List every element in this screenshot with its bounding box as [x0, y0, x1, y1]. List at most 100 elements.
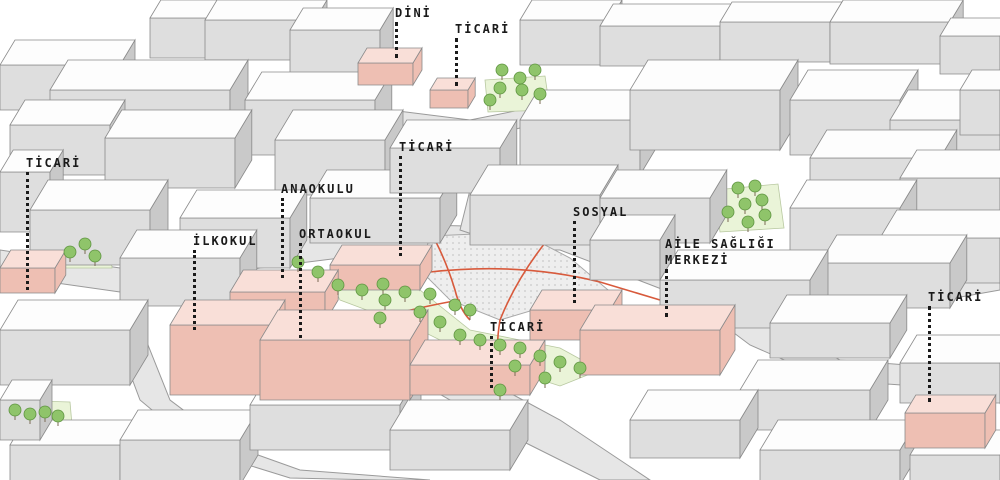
building-face [719, 21, 831, 63]
building-roof [759, 419, 919, 451]
label-asm-line1: AİLE SAĞLIĞI [665, 237, 776, 251]
building [104, 108, 253, 190]
tree [331, 278, 345, 295]
building [599, 2, 734, 68]
tree-crown [38, 405, 52, 419]
tree-crown [433, 315, 447, 329]
tree-crown [51, 409, 65, 423]
tree [8, 403, 22, 420]
building-roof [829, 0, 964, 23]
building-face [389, 429, 511, 471]
label-anaokulu: ANAOKULU [281, 182, 355, 196]
tree [38, 405, 52, 422]
building [0, 298, 149, 387]
tree-crown [413, 305, 427, 319]
tree [573, 361, 587, 378]
tree-crown [573, 361, 587, 375]
building-roof [719, 1, 843, 23]
building-roof [357, 47, 423, 64]
building-face [759, 449, 901, 480]
tree-group [8, 63, 772, 426]
public-building [409, 338, 546, 397]
building-roof [959, 69, 1000, 91]
building-face [0, 399, 41, 441]
tree-crown [355, 283, 369, 297]
building-roof [389, 399, 529, 431]
building-face [629, 419, 741, 459]
tree [533, 349, 547, 366]
building-face [119, 439, 241, 480]
label-ticari-right: TİCARİ [928, 290, 984, 304]
tree [88, 249, 102, 266]
building-roof [519, 0, 623, 21]
tree-crown [453, 328, 467, 342]
building-roof [629, 59, 799, 91]
building [769, 293, 908, 360]
building [739, 358, 889, 432]
tree-crown [721, 205, 735, 219]
label-ticari-top: TİCARİ [455, 22, 511, 36]
tree [493, 81, 507, 98]
tree-crown [373, 311, 387, 325]
tree [495, 63, 509, 80]
tree [538, 371, 552, 388]
tree [473, 333, 487, 350]
building [829, 0, 964, 66]
tree-crown [538, 371, 552, 385]
tree-crown [513, 71, 527, 85]
building-roof [469, 164, 619, 196]
public-building [0, 248, 67, 295]
building-roof [119, 409, 259, 441]
building-roof [599, 3, 734, 27]
building-roof [599, 169, 728, 199]
building [629, 388, 759, 460]
leader-ortaokul [299, 243, 302, 338]
building [289, 6, 394, 77]
building [0, 378, 53, 442]
tree [748, 179, 762, 196]
building-roof [939, 17, 1000, 37]
building [119, 408, 259, 480]
building-roof [789, 69, 919, 101]
tree [758, 208, 772, 225]
tree [355, 283, 369, 300]
building-face [429, 89, 469, 109]
public-building [259, 308, 429, 402]
tree-crown [378, 293, 392, 307]
building-roof [589, 214, 676, 241]
leader-dini [395, 22, 398, 58]
building-roof [274, 109, 404, 141]
tree-crown [311, 265, 325, 279]
tree-crown [78, 237, 92, 251]
tree-crown [731, 181, 745, 195]
tree [528, 63, 542, 80]
tree-crown [493, 81, 507, 95]
label-dini: DİNİ [395, 6, 432, 20]
building-roof [789, 179, 918, 209]
tree [508, 359, 522, 376]
building-roof [329, 244, 433, 266]
building-roof [229, 269, 339, 293]
tree [493, 383, 507, 400]
building-roof [259, 309, 429, 341]
building [629, 58, 799, 152]
tree-crown [88, 249, 102, 263]
building [759, 418, 919, 480]
building-roof [29, 179, 169, 211]
leader-ticari-left [26, 172, 29, 290]
building-roof [629, 389, 759, 421]
building-roof [899, 149, 1000, 179]
tree-crown [515, 83, 529, 97]
building-face [829, 21, 951, 65]
building-face [519, 19, 611, 66]
tree-crown [493, 338, 507, 352]
building-face [169, 324, 271, 396]
tree-crown [755, 193, 769, 207]
building [719, 0, 843, 64]
tree-crown [758, 208, 772, 222]
building-roof [289, 7, 394, 31]
tree [376, 277, 390, 294]
tree-crown [513, 341, 527, 355]
building-face [769, 322, 891, 359]
